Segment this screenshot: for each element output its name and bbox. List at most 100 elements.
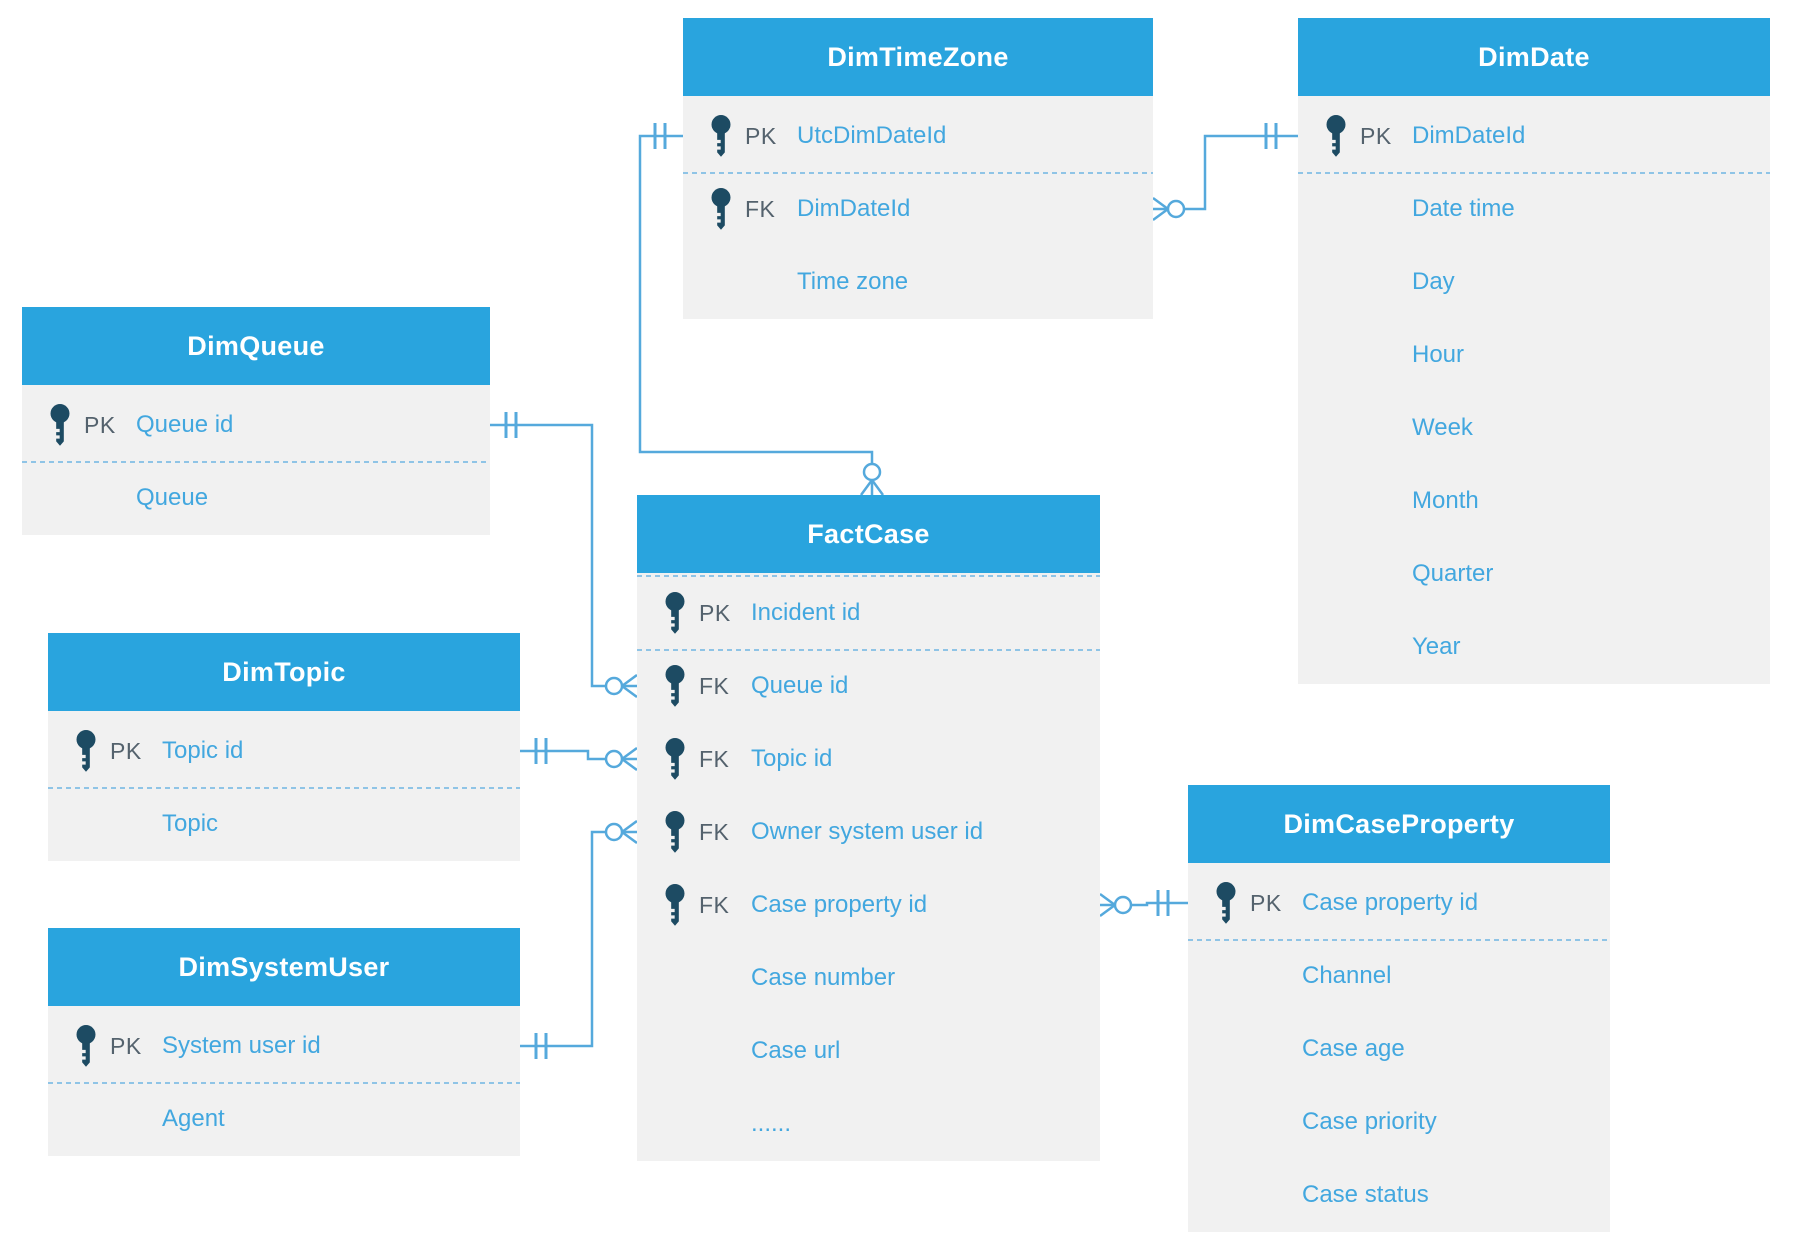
attribute-label: Queue id — [136, 411, 234, 438]
key-icon — [665, 811, 685, 853]
one-cardinality-marker — [504, 412, 518, 438]
table-body — [48, 711, 520, 861]
key-icon — [665, 884, 685, 926]
table-row: FK DimDateId — [683, 173, 1153, 246]
zero-or-many-cardinality-marker — [859, 462, 885, 496]
key-icon-slot — [663, 883, 699, 927]
table-body — [1188, 863, 1610, 1232]
table-title: FactCase — [807, 518, 930, 549]
relationship-dimdate-dimtimezone — [1152, 123, 1298, 222]
attribute-label: Case age — [1302, 1035, 1405, 1062]
key-icon — [711, 188, 731, 230]
attribute-label: Hour — [1412, 341, 1465, 368]
one-cardinality-marker — [653, 123, 667, 149]
zero-or-many-cardinality-marker — [604, 746, 638, 772]
row-divider — [683, 172, 1153, 174]
attribute-label: Case priority — [1302, 1108, 1437, 1135]
table-row: Hour — [1298, 319, 1770, 392]
key-type-label: PK — [110, 737, 142, 764]
table-row: Day — [1298, 246, 1770, 319]
attribute-label: UtcDimDateId — [797, 122, 947, 149]
table-title: DimTimeZone — [827, 41, 1009, 72]
attribute-label: Month — [1412, 487, 1479, 514]
table-header: DimQueue — [22, 307, 490, 385]
row-divider — [1188, 939, 1610, 941]
attribute-label: Agent — [162, 1105, 225, 1132]
attribute-label: Quarter — [1412, 560, 1494, 587]
key-icon-slot — [663, 810, 699, 854]
table-row: Year — [1298, 611, 1770, 684]
one-cardinality-marker — [1156, 890, 1170, 916]
table-row: ...... — [637, 1088, 1100, 1161]
table-header: DimTopic — [48, 633, 520, 711]
table-body — [637, 573, 1100, 1161]
key-type-label: FK — [699, 672, 730, 699]
zero-or-many-cardinality-marker — [1099, 892, 1133, 918]
table-header: DimDate — [1298, 18, 1770, 96]
table-row: Case priority — [1188, 1086, 1610, 1159]
table-body — [1298, 96, 1770, 684]
key-icon-slot — [1324, 114, 1360, 158]
key-icon — [665, 592, 685, 634]
key-icon-slot — [48, 403, 84, 447]
key-icon — [711, 115, 731, 157]
key-icon — [76, 730, 96, 772]
table-row: Channel — [1188, 940, 1610, 1013]
table-title: DimDate — [1478, 41, 1590, 72]
attribute-label: System user id — [162, 1032, 321, 1059]
table-header: DimCaseProperty — [1188, 785, 1610, 863]
key-type-label: FK — [745, 195, 776, 222]
key-icon-slot — [663, 737, 699, 781]
attribute-label: Incident id — [751, 599, 861, 626]
relationship-path — [490, 423, 606, 688]
key-icon-slot — [663, 664, 699, 708]
attribute-label: Week — [1412, 414, 1473, 441]
attribute-label: Channel — [1302, 962, 1392, 989]
table-title: DimSystemUser — [178, 951, 390, 982]
attribute-label: Case property id — [1302, 889, 1479, 916]
key-type-label: PK — [745, 122, 777, 149]
table-title: DimQueue — [187, 330, 325, 361]
one-cardinality-marker — [534, 738, 548, 764]
table-row: PK UtcDimDateId — [683, 100, 1153, 173]
table-row: Queue — [22, 462, 490, 535]
attribute-label: Time zone — [797, 268, 909, 295]
key-icon — [76, 1025, 96, 1067]
table-title: DimTopic — [222, 656, 346, 687]
zero-or-many-cardinality-marker — [1152, 196, 1186, 222]
key-icon — [1326, 115, 1346, 157]
attribute-label: Topic id — [162, 737, 244, 764]
key-icon-slot — [74, 729, 110, 773]
attribute-label: Year — [1412, 633, 1461, 660]
table-row: Month — [1298, 465, 1770, 538]
attribute-label: Day — [1412, 268, 1455, 295]
one-cardinality-marker — [1264, 123, 1278, 149]
attribute-label: DimDateId — [797, 195, 911, 222]
key-icon — [665, 738, 685, 780]
table-row: Week — [1298, 392, 1770, 465]
relationship-dimcaseproperty-factcase — [1099, 890, 1188, 918]
attribute-label: Topic — [162, 810, 219, 837]
table-body — [48, 1006, 520, 1156]
key-icon-slot — [74, 1024, 110, 1068]
row-divider — [1298, 172, 1770, 174]
table-row: Case age — [1188, 1013, 1610, 1086]
key-type-label: PK — [110, 1032, 142, 1059]
table-row: Agent — [48, 1083, 520, 1156]
relationship-path — [520, 749, 606, 761]
table-row: Case url — [637, 1015, 1100, 1088]
attribute-label: ...... — [751, 1110, 792, 1137]
key-icon-slot — [1214, 881, 1250, 925]
relationship-dimtimezone-factcase — [638, 123, 885, 496]
relationship-path — [1184, 134, 1298, 211]
attribute-label: Topic id — [751, 745, 833, 772]
table-title: DimCaseProperty — [1283, 808, 1515, 839]
